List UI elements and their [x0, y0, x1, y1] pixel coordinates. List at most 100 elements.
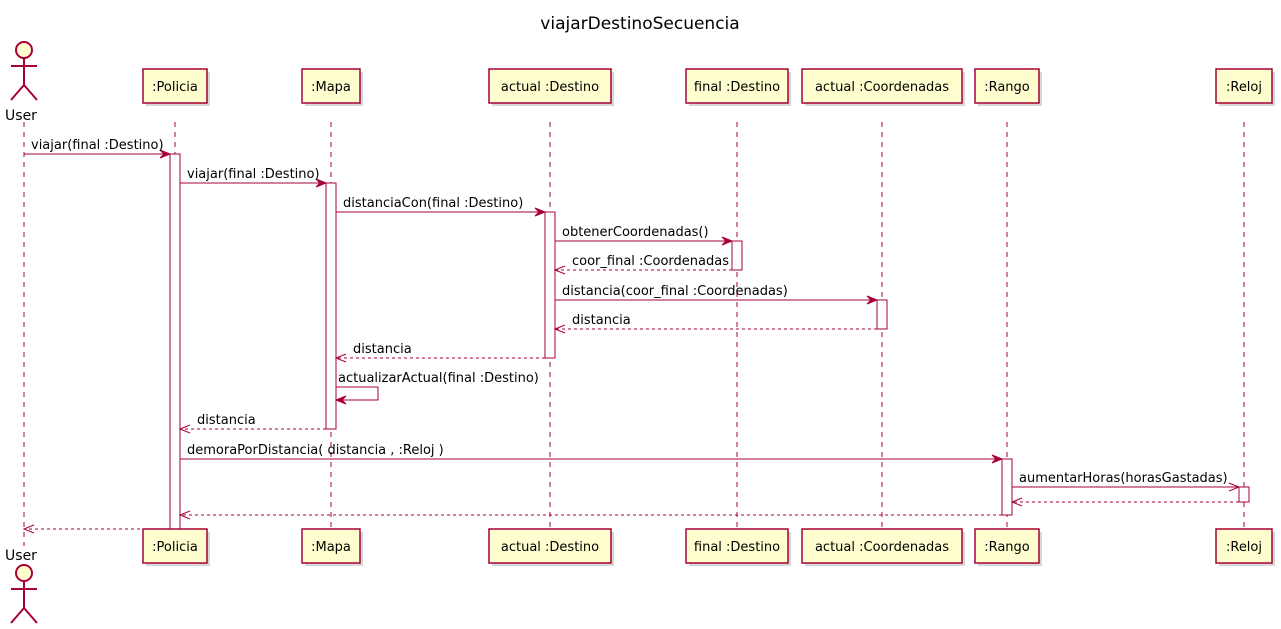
activation-bar-mapa [325, 182, 337, 430]
participant-label: :Rango [984, 540, 1030, 555]
participant-label: :Reloj [1226, 80, 1262, 95]
message-3: distanciaCon(final :Destino) [336, 196, 547, 217]
participant-box [801, 528, 963, 564]
message-label: demoraPorDistancia( distancia , :Reloj ) [187, 443, 444, 458]
participant-box [301, 68, 361, 104]
message-5: coor_final :Coordenadas [553, 254, 732, 275]
participant-box [301, 528, 361, 564]
message-1: viajar(final :Destino) [24, 138, 172, 159]
participant-box [974, 528, 1040, 564]
participant-actual_destino-top: actual :Destino [488, 68, 614, 106]
message-arrow [336, 386, 379, 401]
participant-rango-top: :Rango [974, 68, 1042, 106]
actor-head [15, 564, 33, 582]
actor-legs [10, 606, 38, 624]
message-label: viajar(final :Destino) [31, 138, 164, 153]
participant-label: actual :Coordenadas [815, 80, 949, 95]
participant-box [488, 528, 612, 564]
message-7: distancia [553, 313, 877, 334]
messages: viajar(final :Destino) viajar(final :Dest… [22, 138, 1241, 534]
participant-label: actual :Destino [501, 80, 599, 95]
participant-user-bottom: User [5, 548, 38, 624]
arrowhead [1228, 482, 1241, 492]
participant-label: :Policia [152, 540, 198, 555]
diagram-title: viajarDestinoSecuencia [540, 14, 739, 34]
activation-bar-policia [169, 153, 181, 530]
participant-mapa-bottom: :Mapa [301, 528, 363, 566]
participant-box [685, 68, 789, 104]
message-label: coor_final :Coordenadas [572, 254, 729, 269]
participant-label: actual :Destino [501, 540, 599, 555]
participant-box [488, 68, 612, 104]
participant-box [1215, 68, 1273, 104]
arrowhead [334, 395, 347, 405]
message-6: distancia(coor_final :Coordenadas) [555, 284, 879, 305]
arrowhead [553, 324, 566, 334]
activation-bar-reloj [1238, 486, 1250, 503]
participants: UserUser:Policia:Policia:Mapa:Mapaactual… [5, 41, 1275, 624]
participant-box [801, 68, 963, 104]
participant-label: :Rango [984, 80, 1030, 95]
message-11: demoraPorDistancia( distancia , :Reloj ) [180, 443, 1004, 464]
participant-box [974, 68, 1040, 104]
message-label: viajar(final :Destino) [187, 167, 320, 182]
activation-bars [169, 153, 1250, 530]
participant-box [685, 528, 789, 564]
actor-label: User [5, 548, 37, 564]
participant-reloj-top: :Reloj [1215, 68, 1275, 106]
message-label: distancia(coor_final :Coordenadas) [562, 284, 788, 299]
participant-reloj-bottom: :Reloj [1215, 528, 1275, 566]
arrowhead [721, 236, 734, 246]
arrowhead [315, 178, 328, 188]
participant-actual_coordenadas-bottom: actual :Coordenadas [801, 528, 965, 566]
arrowhead [22, 524, 35, 534]
participant-rango-bottom: :Rango [974, 528, 1042, 566]
activation-bar-actual_coordenadas [876, 299, 888, 330]
participant-final_destino-top: final :Destino [685, 68, 791, 106]
message-label: actualizarActual(final :Destino) [338, 371, 539, 386]
arrowhead [991, 454, 1004, 464]
participant-box [142, 68, 208, 104]
arrowhead [334, 353, 347, 363]
actor-label: User [5, 108, 37, 124]
participant-actual_coordenadas-top: actual :Coordenadas [801, 68, 965, 106]
participant-label: final :Destino [694, 80, 780, 95]
actor-head [15, 41, 33, 59]
message-label: aumentarHoras(horasGastadas) [1019, 471, 1228, 486]
participant-label: :Mapa [311, 80, 351, 95]
message-13 [1010, 497, 1239, 507]
participant-box [142, 528, 208, 564]
actor-legs [10, 83, 38, 101]
participant-user-top: User [5, 41, 38, 124]
participant-mapa-top: :Mapa [301, 68, 363, 106]
message-14 [178, 510, 1002, 520]
message-label: obtenerCoordenadas() [562, 225, 709, 240]
arrowhead [534, 207, 547, 217]
message-2: viajar(final :Destino) [180, 167, 328, 188]
message-label: distanciaCon(final :Destino) [343, 196, 523, 211]
participant-label: :Mapa [311, 540, 351, 555]
arrowhead [553, 265, 566, 275]
message-10: distancia [178, 413, 326, 434]
participant-label: actual :Coordenadas [815, 540, 949, 555]
message-12: aumentarHoras(horasGastadas) [1012, 471, 1241, 492]
activation-bar-actual_destino [544, 211, 556, 359]
participant-label: :Reloj [1226, 540, 1262, 555]
activation-bar-rango [1001, 458, 1013, 516]
message-9: actualizarActual(final :Destino) [334, 371, 539, 405]
participant-actual_destino-bottom: actual :Destino [488, 528, 614, 566]
participant-label: final :Destino [694, 540, 780, 555]
message-8: distancia [334, 342, 545, 363]
participant-label: :Policia [152, 80, 198, 95]
arrowhead [1010, 497, 1023, 507]
participant-policia-top: :Policia [142, 68, 210, 106]
activation-bar-final_destino [731, 240, 743, 271]
message-label: distancia [572, 313, 631, 328]
message-4: obtenerCoordenadas() [555, 225, 734, 246]
arrowhead [159, 149, 172, 159]
participant-policia-bottom: :Policia [142, 528, 210, 566]
message-label: distancia [353, 342, 412, 357]
arrowhead [178, 424, 191, 434]
participant-final_destino-bottom: final :Destino [685, 528, 791, 566]
